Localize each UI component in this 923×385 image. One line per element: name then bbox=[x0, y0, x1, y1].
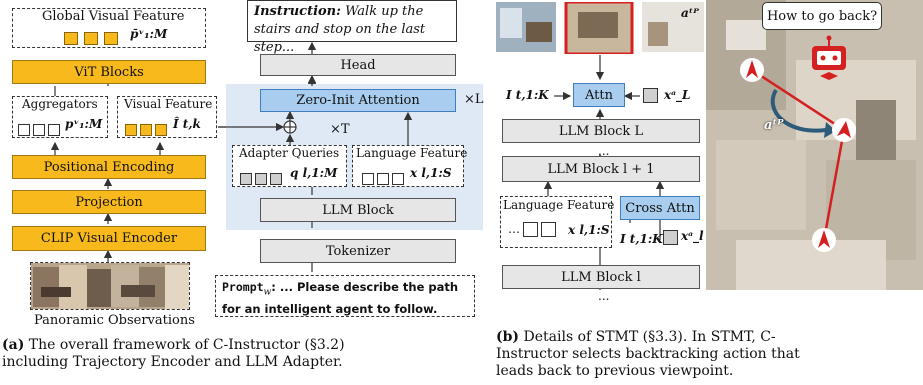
caption-b-line1: (b) Details of STMT (§3.3). In STMT, C- bbox=[496, 329, 776, 345]
llm-block-l1-box: LLM Block l + 1 bbox=[502, 156, 700, 182]
map-view bbox=[706, 0, 923, 290]
ellipsis-bottom: ... bbox=[598, 289, 610, 303]
x-l-symbol: xᵃ_l bbox=[681, 229, 704, 243]
x-L-symbol: xᵃ_L bbox=[664, 88, 691, 102]
clip-visual-encoder-box: CLIP Visual Encoder bbox=[12, 226, 206, 251]
agent-marker-1 bbox=[740, 58, 764, 82]
aggregators-symbol: pᵛ₁:M bbox=[65, 117, 103, 131]
caption-a-label: (a) bbox=[2, 337, 25, 353]
times-T-label: ×T bbox=[330, 122, 350, 137]
instruction-box: Instruction: Walk up the stairs and stop… bbox=[247, 0, 457, 55]
tokenizer-box: Tokenizer bbox=[260, 239, 456, 263]
panoramic-observations-label: Panoramic Observations bbox=[34, 313, 195, 328]
positional-encoding-box: Positional Encoding bbox=[12, 155, 206, 179]
language-feature-squares-a bbox=[362, 168, 407, 187]
head-box: Head bbox=[260, 54, 456, 76]
adapter-queries-label: Adapter Queries bbox=[239, 146, 340, 160]
map-render bbox=[706, 0, 923, 290]
global-visual-squares bbox=[64, 28, 124, 47]
vit-blocks-box: ViT Blocks bbox=[12, 60, 206, 84]
robot-icon bbox=[812, 35, 846, 80]
language-feature-label-a: Language Feature bbox=[356, 146, 468, 160]
global-visual-feature-label: Global Visual Feature bbox=[42, 9, 185, 24]
caption-a-line2: including Trajectory Encoder and LLM Ada… bbox=[2, 354, 343, 370]
visual-feature-symbol: Î t,k bbox=[173, 117, 201, 131]
aggregators-label: Aggregators bbox=[22, 97, 98, 111]
times-L-label: ×L bbox=[464, 92, 484, 107]
input-I-bottom: I t,1:K bbox=[620, 232, 663, 246]
caption-b-line2: Instructor selects backtracking action t… bbox=[496, 346, 800, 362]
ellipsis-top: ... bbox=[598, 144, 610, 158]
caption-a-text1: The overall framework of C-Instructor (§… bbox=[28, 337, 345, 353]
llm-block-l-box: LLM Block l bbox=[502, 265, 700, 289]
global-visual-symbol: p̄ᵛ₁:M bbox=[130, 27, 168, 41]
viewpoint-thumbnails bbox=[496, 2, 706, 54]
visual-feature-label: Visual Feature bbox=[124, 97, 213, 111]
adapter-queries-squares bbox=[240, 168, 285, 187]
language-feature-box-b bbox=[500, 196, 612, 248]
attn-box: Attn bbox=[573, 83, 625, 107]
caption-b-text1: Details of STMT (§3.3). In STMT, C- bbox=[523, 329, 776, 345]
a-t-p-small-label: aᵗᴾ bbox=[681, 6, 699, 20]
visual-feature-squares bbox=[125, 119, 170, 138]
prompt-text-1: : ... Please describe the path bbox=[271, 280, 459, 294]
zero-init-attention-box: Zero-Init Attention bbox=[260, 89, 456, 112]
language-feature-squares-b: … bbox=[508, 222, 559, 237]
panorama-thumbnails bbox=[31, 263, 189, 309]
x-l-square bbox=[663, 230, 678, 245]
prompt-label: Prompt bbox=[222, 280, 264, 294]
language-feature-symbol-a: x l,1:S bbox=[410, 166, 452, 180]
caption-b-line3: leads back to previous viewpoint. bbox=[496, 363, 734, 379]
language-feature-label-b: Language Feature bbox=[503, 198, 615, 212]
speech-bubble: How to go back? bbox=[762, 2, 882, 30]
instruction-prefix: Instruction: bbox=[254, 4, 341, 19]
x-L-square bbox=[643, 88, 658, 103]
prompt-text-2: for an intelligent agent to follow. bbox=[222, 302, 438, 317]
instruction-text: Walk up the stairs and stop on the last … bbox=[254, 4, 426, 55]
adapter-queries-symbol: q l,1:M bbox=[290, 166, 338, 180]
llm-block-box: LLM Block bbox=[260, 198, 456, 222]
caption-a-line1: (a) The overall framework of C-Instructo… bbox=[2, 337, 345, 353]
llm-block-L-box: LLM Block L bbox=[502, 119, 700, 143]
input-I-top: I t,1:K bbox=[506, 88, 549, 102]
prompt-subscript: w bbox=[263, 287, 272, 298]
prompt-box: Promptw: ... Please describe the path fo… bbox=[215, 275, 475, 317]
viewpoint-images bbox=[496, 2, 704, 54]
cross-attn-box: Cross Attn bbox=[620, 196, 700, 220]
visual-feature-box bbox=[117, 96, 217, 138]
language-feature-symbol-b: x l,1:S bbox=[568, 223, 610, 237]
panoramic-images bbox=[30, 262, 190, 310]
projection-box: Projection bbox=[12, 190, 206, 214]
a-t-p-label: aᵗᴾ bbox=[764, 118, 784, 133]
aggregators-squares bbox=[18, 119, 63, 138]
caption-b-label: (b) bbox=[496, 329, 520, 345]
